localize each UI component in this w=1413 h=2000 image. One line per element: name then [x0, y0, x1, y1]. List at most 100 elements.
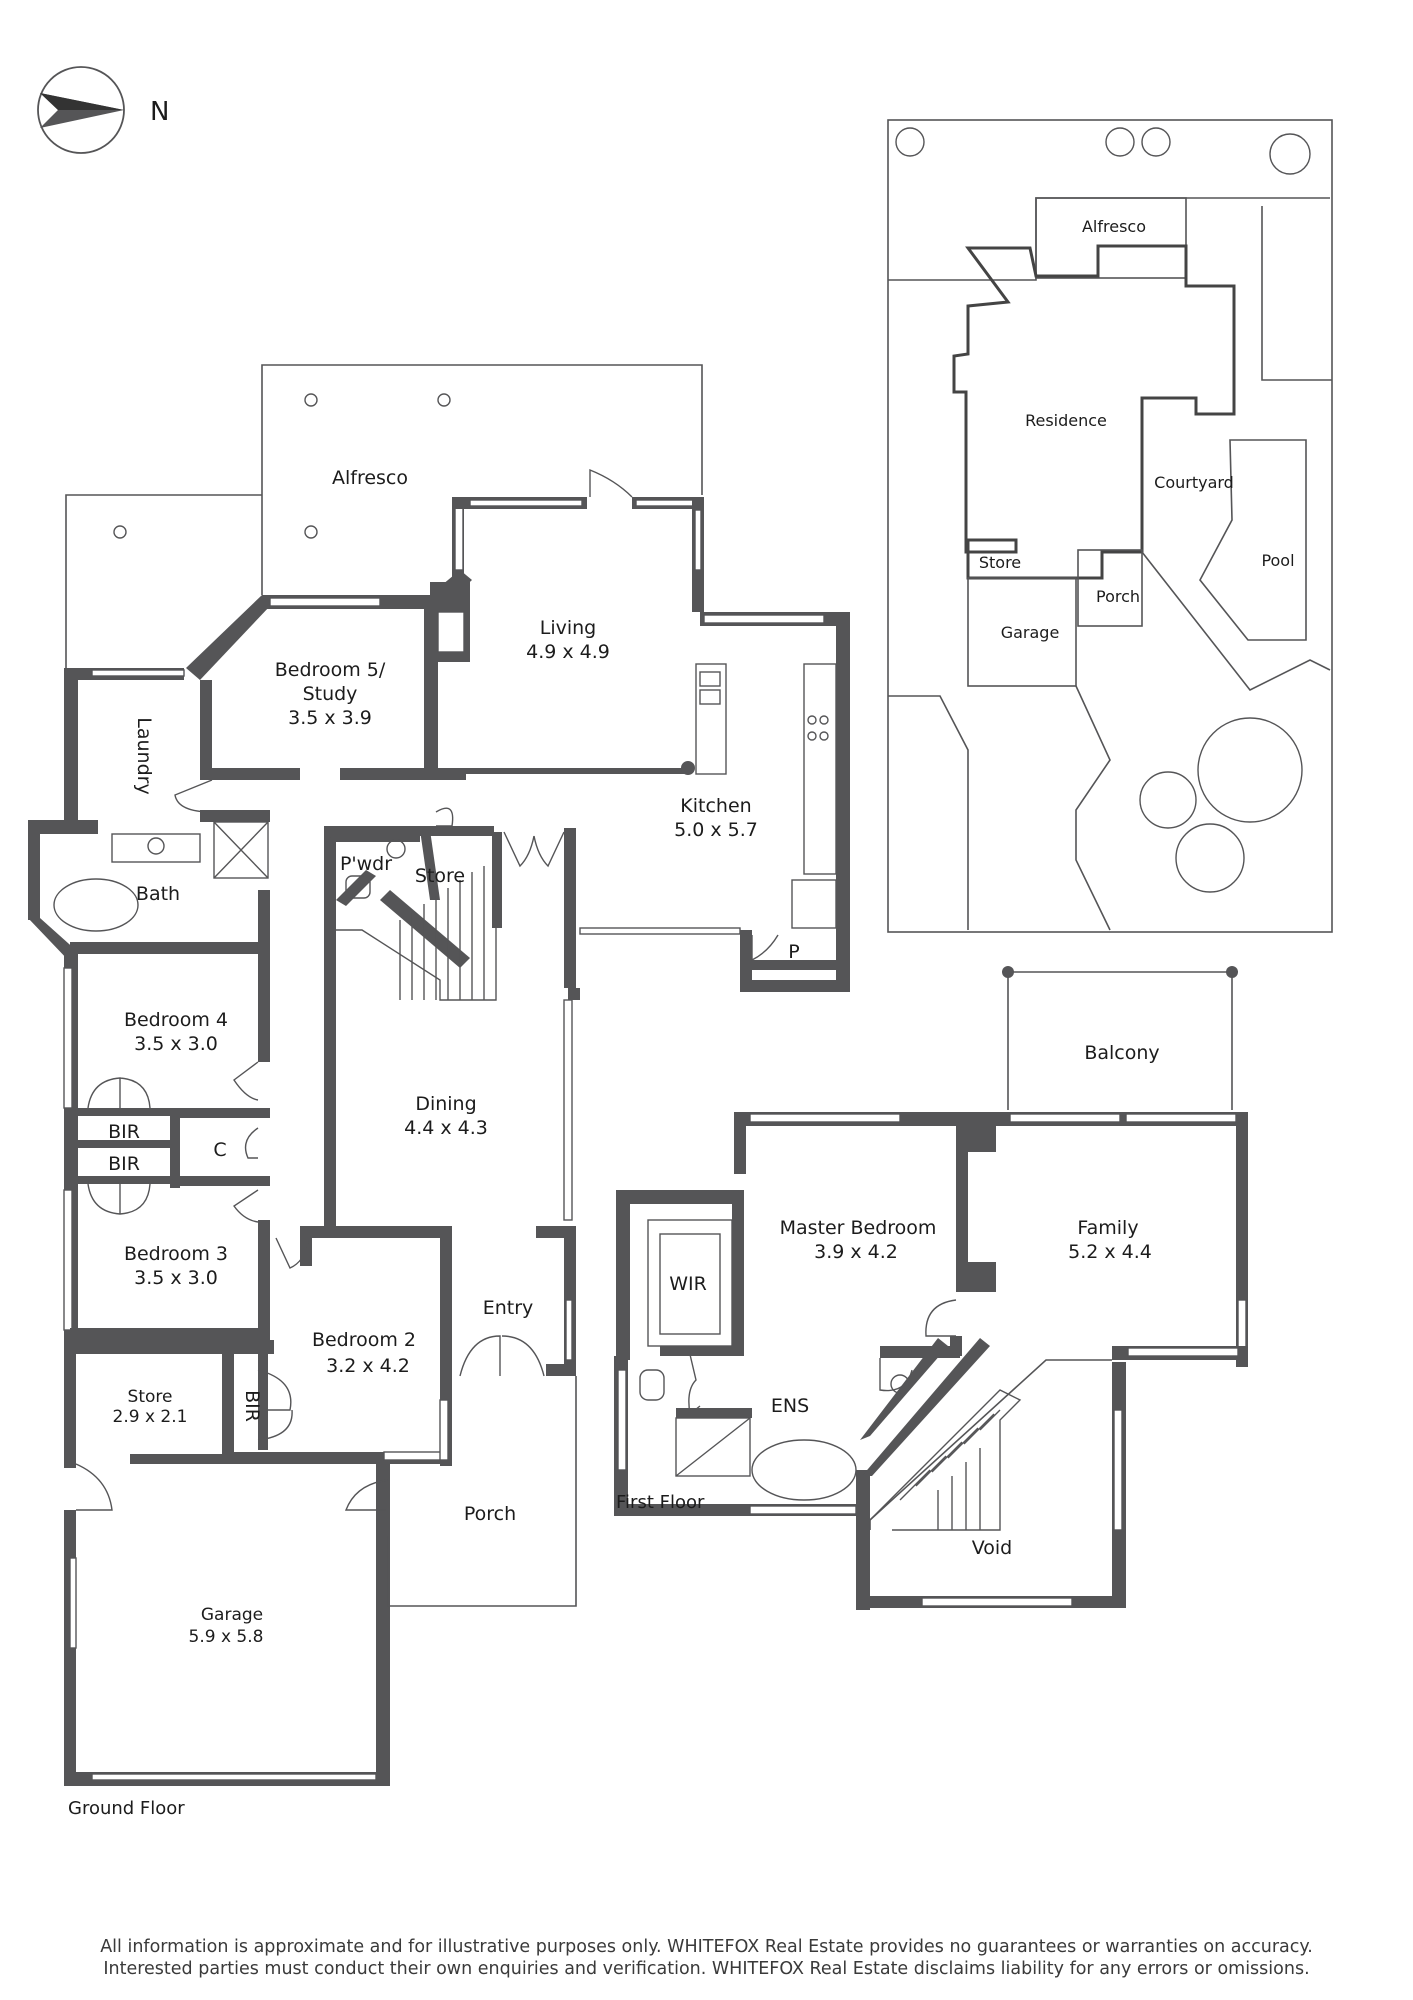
site-label-store: Store — [979, 553, 1021, 572]
porch-outline — [387, 1376, 577, 1607]
wall — [222, 1338, 234, 1464]
balcony-post — [1002, 966, 1014, 978]
ground-floor-plan — [28, 364, 850, 1786]
first-floor-plan — [614, 966, 1248, 1610]
window — [269, 597, 381, 607]
window — [617, 1369, 627, 1471]
window — [703, 614, 825, 624]
room-name-pantry: P — [788, 941, 799, 963]
window — [469, 499, 583, 507]
door-swing — [344, 1479, 389, 1511]
cooktop — [807, 731, 817, 741]
door-swing — [275, 1237, 311, 1269]
window — [749, 1113, 901, 1123]
room-name-bir: BIR — [241, 1390, 263, 1422]
wall — [170, 1176, 270, 1186]
shower — [675, 1417, 751, 1477]
site-driveway — [888, 695, 969, 930]
disclaimer-line: Interested parties must conduct their ow… — [103, 1959, 1310, 1979]
door-swing — [503, 831, 535, 868]
window — [563, 999, 573, 1221]
basin — [890, 1374, 910, 1394]
site-porch — [1077, 549, 1143, 627]
alfresco-post — [304, 525, 318, 539]
room-name-cupboard: C — [213, 1139, 226, 1161]
door-swing — [244, 1127, 259, 1159]
site-courtyard-edge — [1141, 551, 1331, 692]
window — [439, 1399, 449, 1461]
window — [1113, 1409, 1123, 1531]
room-name-kitchen: Kitchen — [680, 795, 751, 817]
wall — [752, 960, 836, 970]
pwdr-basin — [386, 839, 406, 859]
wall — [740, 930, 752, 990]
alfresco-post — [437, 393, 451, 407]
wall — [258, 1340, 268, 1450]
tree-icon — [1269, 133, 1311, 175]
stair-treads — [399, 866, 485, 1000]
compass-label: N — [150, 97, 169, 127]
bath-shower — [213, 821, 269, 879]
cooktop — [819, 731, 829, 741]
alfresco-left-outline — [65, 494, 262, 670]
tree-icon — [895, 127, 925, 157]
disclaimer-line: All information is approximate and for i… — [100, 1937, 1313, 1957]
door-swing — [925, 1299, 957, 1337]
wall — [376, 1535, 390, 1785]
basin — [147, 837, 165, 855]
wall — [78, 1108, 170, 1116]
kitchen-fridge — [791, 879, 837, 929]
wall — [836, 612, 850, 992]
tree-icon — [1139, 771, 1197, 829]
wall — [420, 830, 440, 900]
wall — [376, 1464, 390, 1538]
door-swing — [687, 1345, 701, 1416]
room-size-master: 3.9 x 4.2 — [814, 1241, 898, 1263]
bathtub — [751, 1439, 857, 1501]
wall — [340, 768, 466, 780]
toilet — [345, 875, 371, 899]
wall — [64, 1348, 76, 1468]
wall — [734, 1112, 746, 1174]
room-size-bedroom5: 3.5 x 3.9 — [288, 707, 372, 729]
wall — [200, 680, 212, 780]
compass-needle-dark-icon — [40, 93, 124, 110]
bathtub — [53, 878, 139, 932]
wall — [732, 1190, 744, 1346]
alfresco-outline — [261, 364, 703, 595]
door-swing — [459, 1335, 545, 1377]
residence-outline — [952, 244, 1236, 580]
wall — [258, 942, 270, 1062]
bir-door-swing — [87, 1183, 151, 1215]
shower-icon — [213, 821, 269, 879]
window — [579, 927, 741, 935]
void-outline — [869, 1359, 1112, 1530]
stair-outline — [869, 1389, 1022, 1531]
wall — [28, 918, 78, 962]
room-name-dining: Dining — [415, 1093, 476, 1115]
pantry-door-swing — [751, 934, 779, 962]
room-name-bedroom4: Bedroom 4 — [124, 1009, 228, 1031]
window — [69, 1557, 77, 1649]
wall — [546, 1364, 572, 1376]
wall — [64, 1340, 274, 1354]
wall — [740, 980, 850, 992]
wall — [170, 1108, 270, 1118]
room-size-dining: 4.4 x 4.3 — [404, 1117, 488, 1139]
wall — [28, 820, 40, 920]
window — [63, 1189, 73, 1331]
wall — [956, 1262, 996, 1292]
compass: N — [37, 66, 169, 154]
site-line — [1261, 206, 1332, 381]
window — [454, 499, 464, 571]
room-name-bir: BIR — [108, 1121, 140, 1143]
floor-label-ground: Ground Floor — [68, 1798, 185, 1819]
room-size-bedroom2: 3.2 x 4.2 — [326, 1355, 410, 1377]
window — [565, 1299, 573, 1361]
wall — [258, 890, 270, 950]
balcony-outline — [1007, 971, 1233, 1110]
room-name-balcony: Balcony — [1084, 1042, 1159, 1064]
room-name-bir: BIR — [108, 1153, 140, 1175]
wall — [660, 1346, 744, 1356]
window — [63, 967, 73, 1109]
